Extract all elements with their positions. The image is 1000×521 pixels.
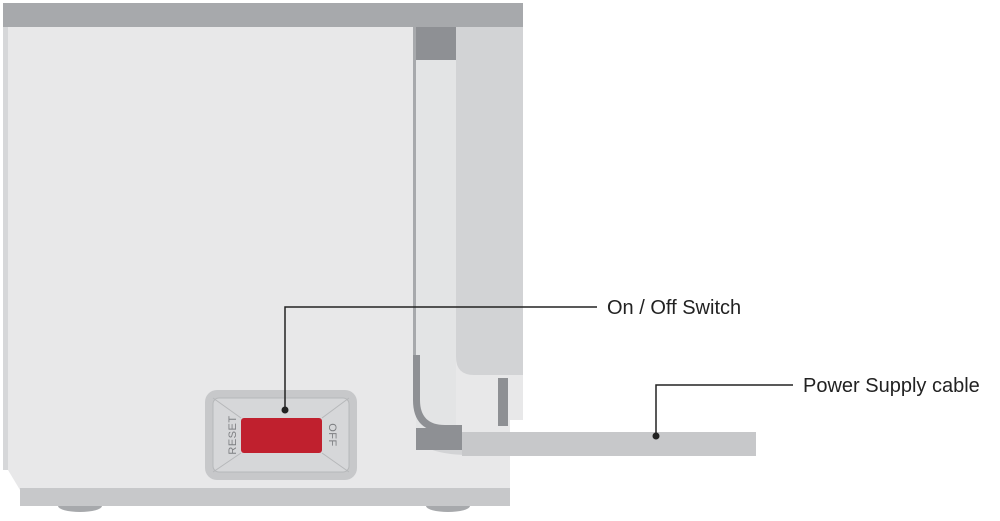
device-bottom-strip xyxy=(20,488,510,506)
cable-compartment xyxy=(413,27,523,455)
compartment-divider xyxy=(413,27,416,357)
compartment-slot xyxy=(498,378,508,426)
callout-switch: On / Off Switch xyxy=(281,297,741,414)
compartment-top-block xyxy=(416,27,456,60)
switch-leader-line xyxy=(284,306,597,410)
switch-bevel-line xyxy=(321,452,350,473)
device-body xyxy=(3,3,523,506)
compartment-side-panel xyxy=(456,27,523,375)
power-cable xyxy=(462,432,756,456)
compartment-shade xyxy=(416,60,456,440)
switch-bevel-line xyxy=(321,397,350,419)
switch-callout-label: On / Off Switch xyxy=(607,297,741,319)
device-top-edge xyxy=(3,3,523,27)
rocker-switch: RESET OFF xyxy=(205,390,357,480)
callout-cable: Power Supply cable xyxy=(652,375,980,440)
switch-rocker[interactable] xyxy=(241,418,322,453)
switch-bevel-line xyxy=(212,452,242,473)
switch-off-text: OFF xyxy=(326,423,338,447)
switch-leader-dot xyxy=(281,406,289,414)
power-cable-plug xyxy=(416,428,462,450)
cable-leader-line xyxy=(655,384,793,436)
cable-leader-dot xyxy=(652,432,660,440)
device-left-edge xyxy=(3,27,8,470)
switch-bevel-line xyxy=(212,397,242,419)
compartment-corner xyxy=(413,355,462,432)
switch-reset-text: RESET xyxy=(227,415,239,454)
device-main-face xyxy=(3,27,523,490)
cable-callout-label: Power Supply cable xyxy=(803,375,980,397)
